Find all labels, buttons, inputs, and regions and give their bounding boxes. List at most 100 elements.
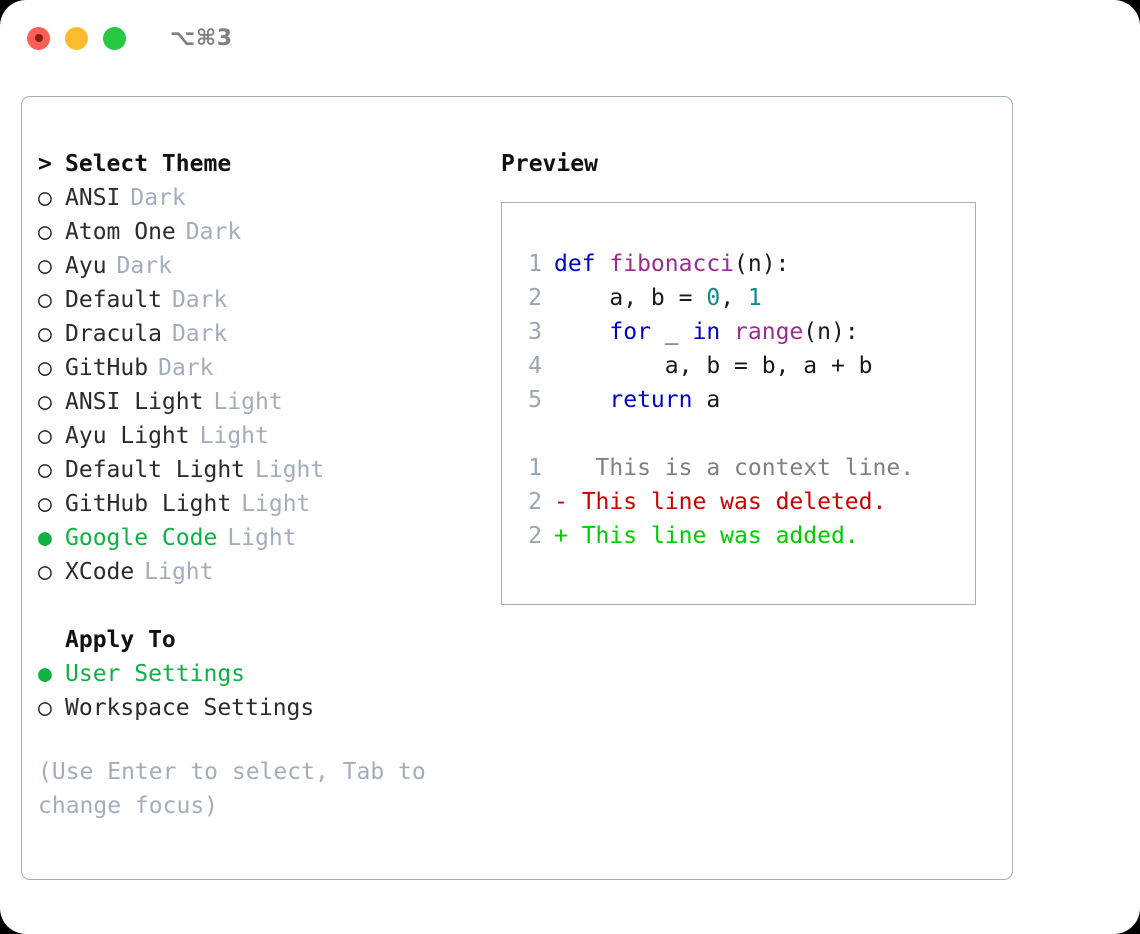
- theme-name: Google Code: [65, 525, 218, 551]
- apply-to-name: User Settings: [65, 661, 246, 687]
- theme-name: Default: [65, 287, 162, 313]
- line-number: 5: [528, 387, 542, 413]
- radio-unselected-icon[interactable]: ○: [38, 491, 52, 517]
- theme-list-item[interactable]: ○ Dracula Dark: [38, 317, 508, 351]
- minimize-button[interactable]: [65, 26, 88, 50]
- radio-selected-icon[interactable]: ●: [38, 525, 52, 551]
- code-token-txt: (n):: [803, 319, 859, 345]
- close-button[interactable]: [27, 26, 50, 50]
- theme-variant-tag: Light: [227, 525, 297, 551]
- code-token-txt: (n):: [734, 251, 790, 277]
- theme-name: Ayu Light: [65, 423, 190, 449]
- code-token-kw: for: [609, 319, 651, 345]
- apply-to-list: ● User Settings ○ Workspace Settings: [38, 657, 508, 725]
- keyboard-shortcut-label: ⌥⌘3: [170, 25, 233, 51]
- radio-unselected-icon[interactable]: ○: [38, 559, 52, 585]
- code-diff-spacer: [502, 417, 975, 451]
- diff-text: This line was deleted.: [567, 489, 887, 515]
- code-token-kw: return: [609, 387, 693, 413]
- theme-name: ANSI Light: [65, 389, 204, 415]
- code-token-txt: a: [692, 387, 721, 413]
- theme-variant-tag: Dark: [171, 321, 228, 347]
- theme-list-item[interactable]: ○ ANSI Light Light: [38, 385, 508, 419]
- theme-variant-tag: Dark: [158, 355, 214, 381]
- radio-unselected-icon[interactable]: ○: [38, 321, 52, 347]
- code-line: 3 for _ in range(n):: [502, 315, 975, 349]
- code-token-txt: [720, 319, 734, 345]
- line-number: 2: [528, 523, 542, 549]
- radio-unselected-icon[interactable]: ○: [38, 389, 52, 415]
- line-number: 1: [528, 251, 542, 277]
- radio-unselected-icon[interactable]: ○: [38, 695, 52, 721]
- theme-variant-tag: Dark: [116, 253, 172, 279]
- radio-unselected-icon[interactable]: ○: [38, 457, 52, 483]
- code-line: 1 def fibonacci(n):: [502, 247, 975, 281]
- code-token-txt: _: [650, 319, 693, 345]
- theme-list-item[interactable]: ○ Atom One Dark: [38, 215, 508, 249]
- diff-sign: +: [554, 523, 568, 549]
- theme-variant-tag: Light: [144, 559, 214, 585]
- theme-variant-tag: Dark: [185, 219, 242, 245]
- list-spacer: [38, 589, 508, 623]
- theme-list-item[interactable]: ○ XCode Light: [38, 555, 508, 589]
- theme-list-item[interactable]: ○ ANSI Dark: [38, 181, 508, 215]
- select-theme-header: >Select Theme: [38, 147, 508, 181]
- radio-selected-icon[interactable]: ●: [38, 661, 52, 687]
- code-token-kw: in: [692, 319, 721, 345]
- radio-unselected-icon[interactable]: ○: [38, 423, 52, 449]
- maximize-button[interactable]: [103, 26, 126, 50]
- code-line: 4 a, b = b, a + b: [502, 349, 975, 383]
- theme-name: Dracula: [65, 321, 162, 347]
- theme-name: XCode: [65, 559, 135, 585]
- theme-list-item[interactable]: ○ Ayu Light Light: [38, 419, 508, 453]
- code-text: def fibonacci(n):: [554, 247, 789, 281]
- theme-variant-tag: Light: [199, 423, 269, 449]
- title-bar: ⌥⌘3: [0, 0, 1140, 76]
- diff-sign: [554, 451, 568, 485]
- theme-name: GitHub Light: [65, 491, 232, 517]
- apply-to-item[interactable]: ○ Workspace Settings: [38, 691, 508, 725]
- code-line: 5 return a: [502, 383, 975, 417]
- radio-unselected-icon[interactable]: ○: [38, 185, 52, 211]
- radio-unselected-icon[interactable]: ○: [38, 355, 52, 381]
- diff-line: 2- This line was deleted.: [502, 485, 975, 519]
- radio-unselected-icon[interactable]: ○: [38, 253, 52, 279]
- code-text: a, b = b, a + b: [554, 349, 873, 383]
- code-token-fn: fibonacci: [609, 251, 735, 277]
- theme-name: Atom One: [65, 219, 176, 245]
- theme-name: ANSI: [65, 185, 121, 211]
- apply-to-name: Workspace Settings: [65, 695, 315, 721]
- line-number: 3: [528, 319, 542, 345]
- apply-to-label: Apply To: [65, 627, 176, 653]
- select-theme-title: Select Theme: [65, 151, 232, 177]
- code-token-txt: a, b = b, a + b: [554, 353, 873, 379]
- diff-line: 2+ This line was added.: [502, 519, 975, 553]
- theme-list-item[interactable]: ● Google Code Light: [38, 521, 508, 555]
- theme-variant-tag: Light: [213, 389, 283, 415]
- apply-to-item[interactable]: ● User Settings: [38, 657, 508, 691]
- code-text: a, b = 0, 1: [554, 281, 761, 315]
- traffic-lights: [27, 26, 126, 50]
- theme-name: Default Light: [65, 457, 246, 483]
- code-token-txt: a, b =: [554, 285, 707, 311]
- radio-unselected-icon[interactable]: ○: [38, 219, 52, 245]
- theme-list-item[interactable]: ○ GitHub Light Light: [38, 487, 508, 521]
- code-token-num: 0: [706, 285, 721, 311]
- diff-line: 1 This is a context line.: [502, 451, 975, 485]
- code-token-txt: [554, 319, 609, 345]
- theme-variant-tag: Dark: [130, 185, 186, 211]
- radio-unselected-icon[interactable]: ○: [38, 287, 52, 313]
- theme-variant-tag: Light: [241, 491, 311, 517]
- keyboard-hint: (Use Enter to select, Tab to change focu…: [38, 759, 426, 819]
- code-token-kw: def: [554, 251, 610, 277]
